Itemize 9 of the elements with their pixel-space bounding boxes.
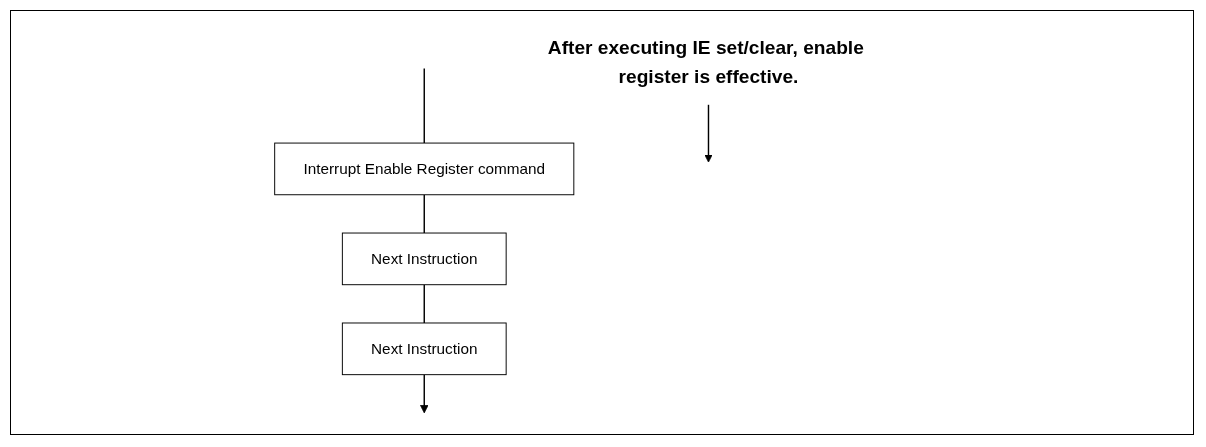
- arrow: [420, 373, 429, 414]
- process-box: Next Instruction: [342, 232, 507, 286]
- arrow: [704, 104, 714, 163]
- connector-line: [423, 284, 426, 324]
- process-box: Next Instruction: [342, 322, 507, 376]
- connector-line: [423, 67, 426, 144]
- connector-line: [423, 194, 426, 234]
- annotation-text: After executing IE set/clear, enable register is effective.: [548, 36, 865, 87]
- process-box: Interrupt Enable Register command: [274, 142, 575, 196]
